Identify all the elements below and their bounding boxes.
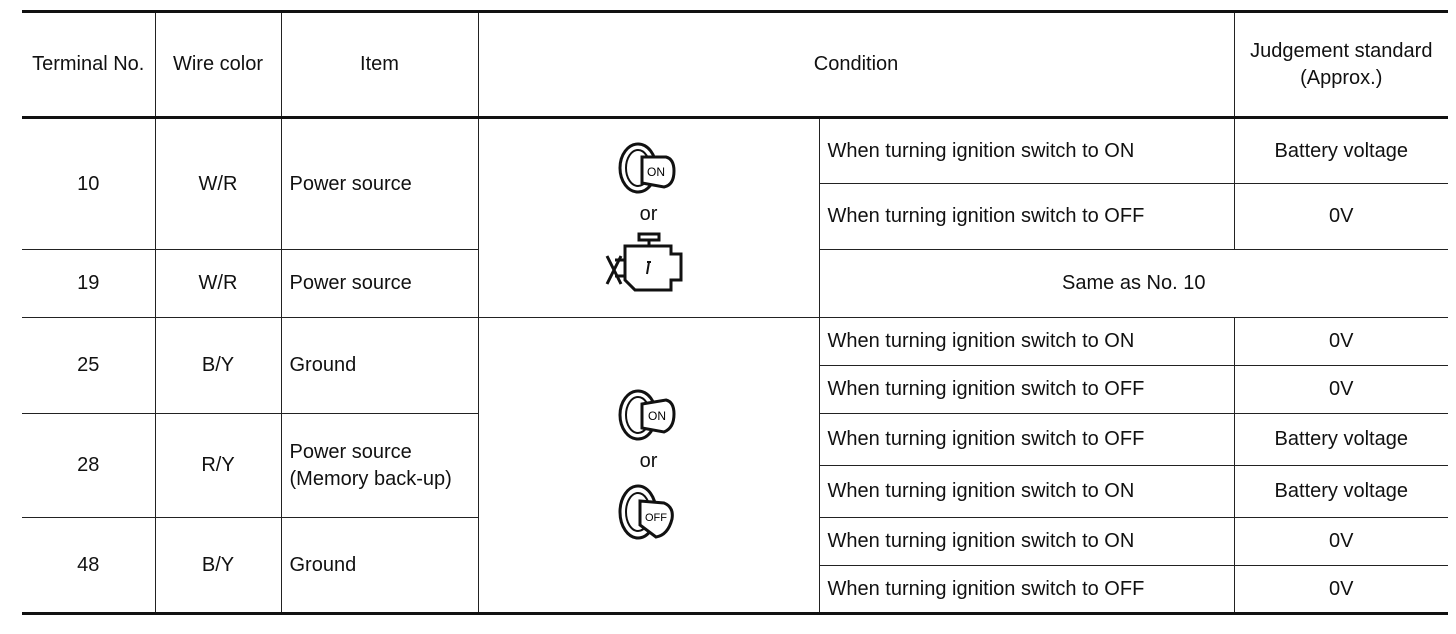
header-condition: Condition — [477, 11, 1235, 119]
or-text: or — [639, 202, 658, 225]
table-row: 10 W/R Power source ON or — [22, 117, 1449, 318]
judgement-cell: Battery voltage — [1233, 465, 1449, 518]
table-row: 25 B/Y Ground ON or OFF — [22, 317, 1449, 614]
wire-color-cell: B/Y — [154, 517, 282, 614]
condition-cell: When turning ignition switch to ON — [819, 465, 1235, 518]
engine-icon — [605, 232, 682, 291]
header-terminal-no: Terminal No. — [22, 11, 156, 119]
header-judgement: Judgement standard (Approx.) — [1233, 11, 1449, 119]
same-as-cell: Same as No. 10 — [818, 249, 1449, 318]
item-cell: Ground — [280, 317, 479, 414]
header-item: Item — [280, 11, 479, 119]
ignition-key-on-icon: ON — [618, 142, 676, 193]
judgement-cell: 0V — [1233, 517, 1449, 566]
wire-color-cell: W/R — [154, 249, 282, 318]
table-row: 19 W/R Power source Same as No. 10 — [22, 249, 1449, 318]
judgement-cell: 0V — [1233, 365, 1449, 414]
terminal-no-cell: 25 — [22, 317, 156, 414]
condition-cell: When turning ignition switch to ON — [818, 517, 1235, 566]
terminal-no-cell: 19 — [22, 249, 156, 318]
or-text: or — [639, 449, 658, 472]
wire-color-cell: B/Y — [154, 317, 282, 414]
wire-color-cell: W/R — [154, 117, 282, 250]
item-cell: Power source — [280, 117, 479, 250]
header-wire-color: Wire color — [154, 11, 282, 119]
ignition-icon-cell: ON or OFF — [477, 317, 820, 614]
judgement-cell: Battery voltage — [1233, 413, 1449, 466]
terminal-no-cell: 48 — [22, 517, 156, 614]
ignition-key-on-icon: ON — [618, 389, 676, 440]
item-cell: Ground — [280, 517, 479, 614]
judgement-cell: 0V — [1233, 183, 1449, 250]
condition-cell: When turning ignition switch to ON — [818, 317, 1235, 366]
terminal-spec-table: Terminal No. Wire color Item Condition J… — [22, 10, 1449, 615]
key-off-label: OFF — [645, 512, 667, 524]
item-cell: Power source — [280, 249, 479, 318]
wire-color-cell: R/Y — [154, 413, 282, 518]
table-row: When turning ignition switch to OFF 0V — [22, 365, 1449, 414]
condition-cell: When turning ignition switch to ON — [818, 117, 1235, 184]
table-row: 48 B/Y Ground When turning ignition swit… — [22, 517, 1449, 614]
table-row: When turning ignition switch to ON Batte… — [22, 465, 1449, 518]
judgement-cell: Battery voltage — [1233, 117, 1449, 184]
ignition-key-off-icon: OFF — [618, 484, 674, 539]
condition-cell: When turning ignition switch to OFF — [819, 565, 1235, 614]
judgement-cell: 0V — [1233, 565, 1449, 614]
condition-cell: When turning ignition switch to OFF — [818, 413, 1235, 466]
table-row: When turning ignition switch to OFF 0V — [22, 183, 1449, 250]
terminal-no-cell: 28 — [22, 413, 156, 518]
condition-cell: When turning ignition switch to OFF — [819, 183, 1235, 250]
key-on-label: ON — [647, 165, 665, 179]
terminal-no-cell: 10 — [22, 117, 156, 250]
table-row: When turning ignition switch to OFF 0V — [22, 565, 1449, 614]
key-on-label: ON — [648, 409, 666, 423]
item-cell: Power source (Memory back-up) — [280, 413, 479, 518]
ignition-icon-cell: ON or — [477, 117, 820, 318]
table-row: 28 R/Y Power source (Memory back-up) Whe… — [22, 413, 1449, 518]
judgement-cell: 0V — [1233, 317, 1449, 366]
condition-cell: When turning ignition switch to OFF — [819, 365, 1235, 414]
